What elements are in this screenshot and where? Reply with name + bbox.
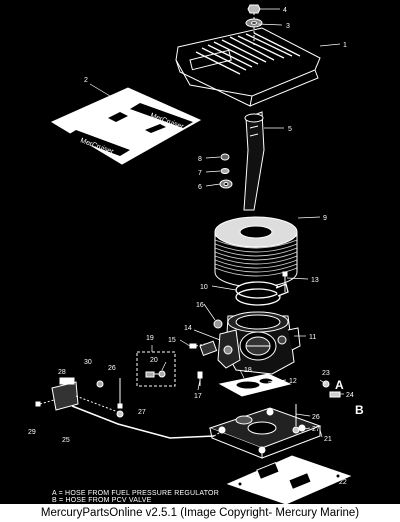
- callout-14: 14: [184, 325, 192, 332]
- leader-lines: [89, 8, 344, 481]
- part-2-decal-sheet: MerCruiser MerCruiser: [50, 87, 202, 165]
- part-connector: [199, 340, 218, 357]
- legend-a: A = HOSE FROM FUEL PRESSURE REGULATOR: [52, 490, 219, 497]
- part-1-cover: [175, 27, 321, 107]
- callout-26-left: 26: [108, 365, 116, 372]
- callout-18: 18: [244, 367, 252, 374]
- copyright-caption: MercuryPartsOnline v2.5.1 (Image Copyrig…: [0, 504, 400, 522]
- callout-13: 13: [311, 277, 319, 284]
- legend-b: B = HOSE FROM PCV VALVE: [52, 497, 152, 504]
- part-6-grommet: [219, 179, 233, 189]
- part-14-sensor: [217, 329, 241, 369]
- part-29-bolt: [35, 399, 55, 407]
- callout-8: 8: [198, 156, 202, 163]
- callout-A: A: [335, 378, 344, 392]
- callout-2: 2: [84, 77, 88, 84]
- callout-28: 28: [58, 369, 66, 376]
- part-18-gasket: [218, 373, 292, 397]
- callout-B: B: [355, 403, 364, 417]
- callout-25: 25: [62, 437, 70, 444]
- callout-4: 4: [283, 7, 287, 14]
- callout-24: 24: [346, 392, 354, 399]
- part-10-clamp: [235, 281, 289, 306]
- part-25-throttle-rod: [71, 405, 215, 439]
- callout-22: 22: [339, 479, 347, 486]
- callout-27-left: 27: [138, 409, 146, 416]
- part-16-nut: [213, 319, 223, 329]
- callout-12: 12: [289, 378, 297, 385]
- callout-5: 5: [288, 126, 292, 133]
- part-28-bracket: [51, 377, 79, 411]
- callout-23: 23: [322, 370, 330, 377]
- part-27-nut: [116, 410, 124, 418]
- callout-10: 10: [200, 284, 208, 291]
- callout-11: 11: [309, 334, 316, 341]
- callout-16: 16: [196, 302, 204, 309]
- callout-labels: 1 2 3 4 5 6 7 8 9 10 11 12 13 14 15 16 1…: [28, 7, 364, 486]
- part-4-nut: [247, 4, 261, 14]
- callout-6: 6: [198, 184, 202, 191]
- callout-17: 17: [194, 393, 202, 400]
- part-9-flame-arrestor: [214, 216, 298, 288]
- callout-30: 30: [84, 359, 92, 366]
- part-8-grommet: [220, 153, 230, 161]
- part-30-nut: [96, 380, 104, 388]
- part-21-adapter: [208, 407, 322, 459]
- callout-9: 9: [323, 215, 327, 222]
- part-13-screw: [282, 271, 288, 292]
- part-24-fitting: [329, 391, 341, 398]
- callout-29: 29: [28, 429, 36, 436]
- callout-15: 15: [168, 337, 176, 344]
- part-5-hose: [243, 111, 265, 211]
- part-22-gasket: [226, 455, 352, 505]
- callout-20: 20: [150, 357, 158, 364]
- part-20-fitting: [145, 370, 166, 378]
- part-19-kit: [136, 351, 176, 387]
- callout-1: 1: [343, 42, 347, 49]
- callout-19: 19: [146, 335, 154, 342]
- callout-26-right: 26: [312, 414, 320, 421]
- callout-7: 7: [198, 170, 202, 177]
- part-17-bolt: [197, 371, 203, 386]
- part-3-washer: [245, 18, 263, 28]
- exploded-parts-diagram: MerCruiser MerCruiser: [28, 4, 364, 505]
- callout-21: 21: [324, 436, 332, 443]
- part-26-stud-right: [292, 404, 300, 434]
- part-11-throttle-body: [225, 311, 301, 375]
- callout-27-right: 27: [312, 426, 320, 433]
- part-7-washer: [220, 168, 230, 174]
- callout-3: 3: [286, 23, 290, 30]
- part-26-stud: [117, 378, 123, 409]
